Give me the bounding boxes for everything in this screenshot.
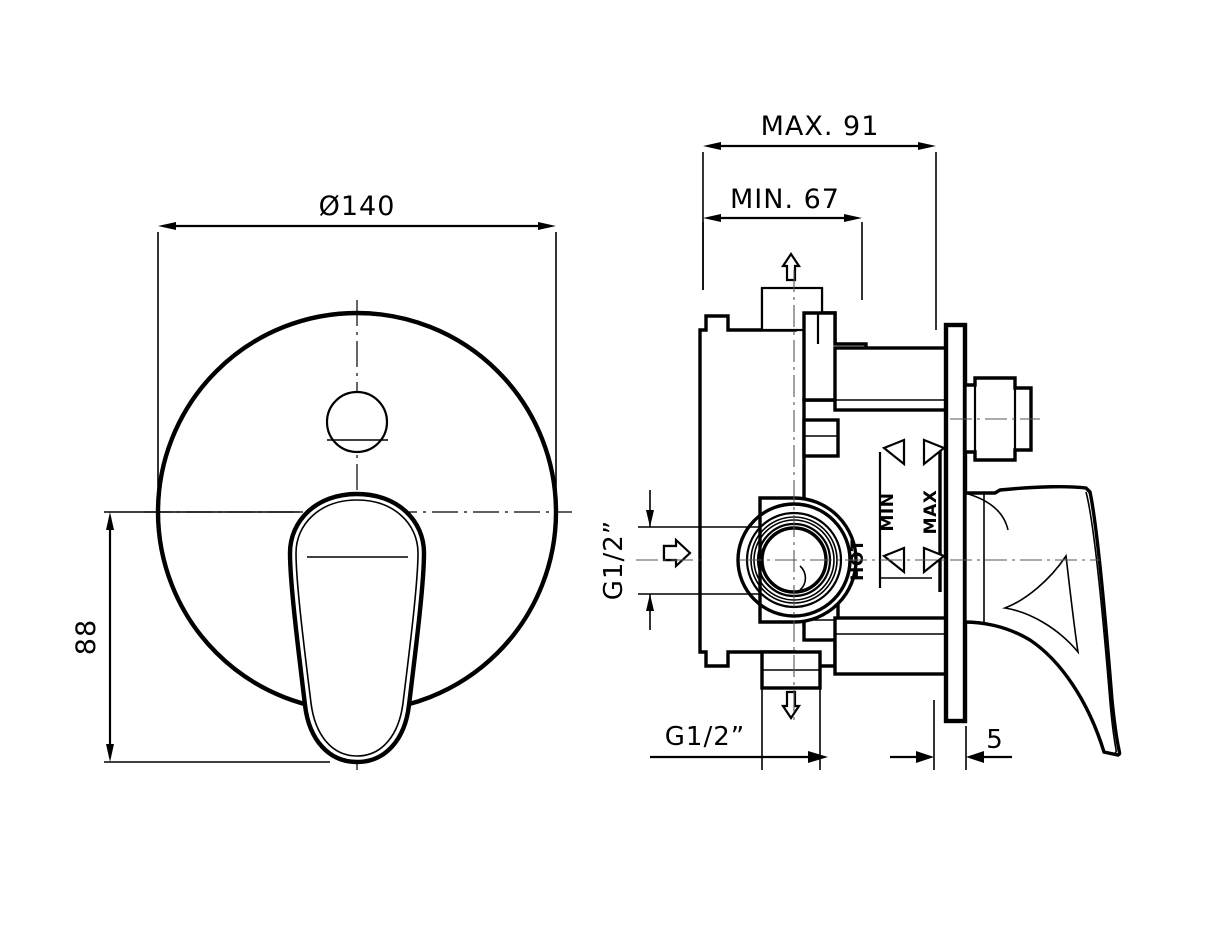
top-outlet-arrow-icon bbox=[780, 252, 802, 282]
outlet-thread-label: G1/2” bbox=[665, 722, 745, 752]
bottom-outlet-arrow-icon bbox=[780, 690, 802, 720]
min-depth-dimension bbox=[702, 214, 863, 300]
valve-mid-lug-upper bbox=[802, 418, 840, 458]
lever-handle-side bbox=[963, 484, 1122, 757]
max-depth-label: MAX. 91 bbox=[761, 111, 880, 142]
max-arrow-top-icon bbox=[922, 438, 947, 467]
inlet-thread-label: G1/2” bbox=[599, 520, 629, 600]
height-dimension-label: 88 bbox=[71, 619, 102, 655]
diverter-button-circle bbox=[325, 390, 389, 454]
lever-handle-outline bbox=[287, 491, 427, 765]
min-marking-label: MIN bbox=[878, 493, 898, 532]
plate-thickness-dimension bbox=[890, 700, 1012, 770]
diameter-dimension-label: Ø140 bbox=[319, 191, 396, 222]
side-view-group: MAX. 91 MIN. 67 bbox=[599, 111, 1122, 770]
min-arrow-top-icon bbox=[881, 438, 906, 467]
valve-lower-arm bbox=[833, 616, 949, 676]
max-marking-label: MAX bbox=[921, 490, 941, 535]
escutcheon-plate-side bbox=[943, 322, 968, 724]
diameter-dimension bbox=[157, 222, 557, 520]
min-depth-label: MIN. 67 bbox=[730, 184, 840, 215]
plate-thickness-label: 5 bbox=[986, 725, 1004, 755]
front-view-group: Ø140 88 bbox=[71, 191, 572, 770]
lever-handle-inner-line bbox=[295, 499, 419, 757]
left-inlet-arrow-icon bbox=[662, 537, 692, 569]
